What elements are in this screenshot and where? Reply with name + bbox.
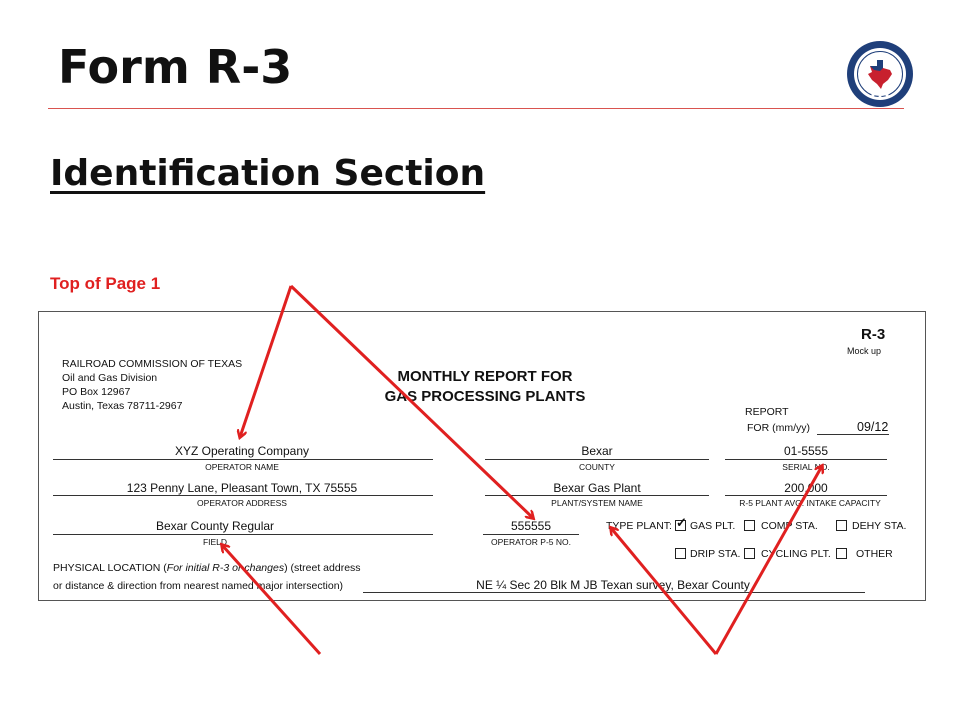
- gas-plant-label: GAS PLT.: [690, 520, 736, 532]
- agency-line-4: Austin, Texas 78711-2967: [62, 400, 183, 412]
- operator-p5-line: [483, 534, 579, 535]
- top-of-page-label: Top of Page 1: [50, 274, 161, 293]
- type-plant-label: TYPE PLANT:: [606, 520, 672, 532]
- gas-plant-check-mark: ✓: [676, 515, 687, 530]
- drip-station-checkbox[interactable]: [675, 548, 686, 559]
- operator-address-value: 123 Penny Lane, Pleasant Town, TX 75555: [126, 481, 358, 495]
- county-value: Bexar: [581, 444, 613, 458]
- agency-line-3: PO Box 12967: [62, 386, 131, 398]
- comp-station-checkbox[interactable]: [744, 520, 755, 531]
- report-label: REPORT: [745, 406, 789, 418]
- operator-address-line: [53, 495, 433, 496]
- serial-no-line: [725, 459, 887, 460]
- serial-no-value: 01-5555: [783, 444, 829, 458]
- form-code-sub: Mock up: [847, 346, 882, 356]
- intake-capacity-value: 200,000: [784, 481, 828, 495]
- slide-title: Form R-3: [58, 40, 293, 94]
- physical-location-value: NE ¼ Sec 20 Blk M JB Texan survey, Bexar…: [476, 578, 750, 592]
- physical-location-label-1b: For initial R-3 or changes: [166, 562, 285, 574]
- physical-location-label-line-2: or distance & direction from nearest nam…: [53, 580, 344, 592]
- physical-location-label-1a: PHYSICAL LOCATION (: [53, 562, 167, 574]
- dehy-station-label: DEHY STA.: [852, 520, 907, 532]
- plant-name-line: [485, 495, 709, 496]
- form-code: R-3: [861, 326, 886, 343]
- cycling-plant-label: CYCLING PLT.: [761, 548, 831, 560]
- field-line: [53, 534, 433, 535]
- physical-location-line: [363, 592, 865, 593]
- field-value: Bexar County Regular: [155, 519, 275, 533]
- comp-station-label: COMP STA.: [761, 520, 818, 532]
- plant-name-value: Bexar Gas Plant: [553, 481, 641, 495]
- field-label: FIELD: [202, 537, 228, 547]
- operator-p5-label: OPERATOR P-5 NO.: [491, 537, 571, 547]
- report-for-line: [817, 434, 889, 435]
- operator-name-value: XYZ Operating Company: [174, 444, 310, 458]
- operator-p5-value: 555555: [510, 519, 552, 533]
- agency-line-2: Oil and Gas Division: [62, 372, 158, 384]
- county-line: [485, 459, 709, 460]
- operator-name-line: [53, 459, 433, 460]
- section-heading: Identification Section: [50, 153, 486, 194]
- drip-station-label: DRIP STA.: [690, 548, 741, 560]
- cycling-plant-checkbox[interactable]: [744, 548, 755, 559]
- title-divider: [48, 108, 904, 109]
- form-heading-line-1: MONTHLY REPORT FOR: [397, 368, 573, 385]
- physical-location-label-1c: ) (street address: [284, 562, 361, 574]
- dehy-station-checkbox[interactable]: [836, 520, 847, 531]
- form-r3-excerpt: R-3 Mock up RAILROAD COMMISSION OF TEXAS…: [38, 311, 926, 601]
- operator-address-label: OPERATOR ADDRESS: [197, 498, 287, 508]
- report-for-label: FOR (mm/yy): [747, 422, 810, 434]
- report-for-value: 09/12: [857, 420, 889, 434]
- serial-no-label: SERIAL NO.: [782, 462, 830, 472]
- intake-capacity-label: R-5 PLANT AVG. INTAKE CAPACITY: [739, 498, 881, 508]
- physical-location-label-line-1: PHYSICAL LOCATION (For initial R-3 or ch…: [53, 562, 361, 574]
- county-label: COUNTY: [579, 462, 615, 472]
- plant-name-label: PLANT/SYSTEM NAME: [551, 498, 643, 508]
- other-checkbox[interactable]: [836, 548, 847, 559]
- other-label: OTHER: [856, 548, 893, 560]
- agency-line-1: RAILROAD COMMISSION OF TEXAS: [62, 358, 243, 370]
- railroad-commission-seal-icon: [847, 41, 913, 107]
- form-heading-line-2: GAS PROCESSING PLANTS: [384, 388, 586, 405]
- operator-name-label: OPERATOR NAME: [205, 462, 279, 472]
- intake-capacity-line: [725, 495, 887, 496]
